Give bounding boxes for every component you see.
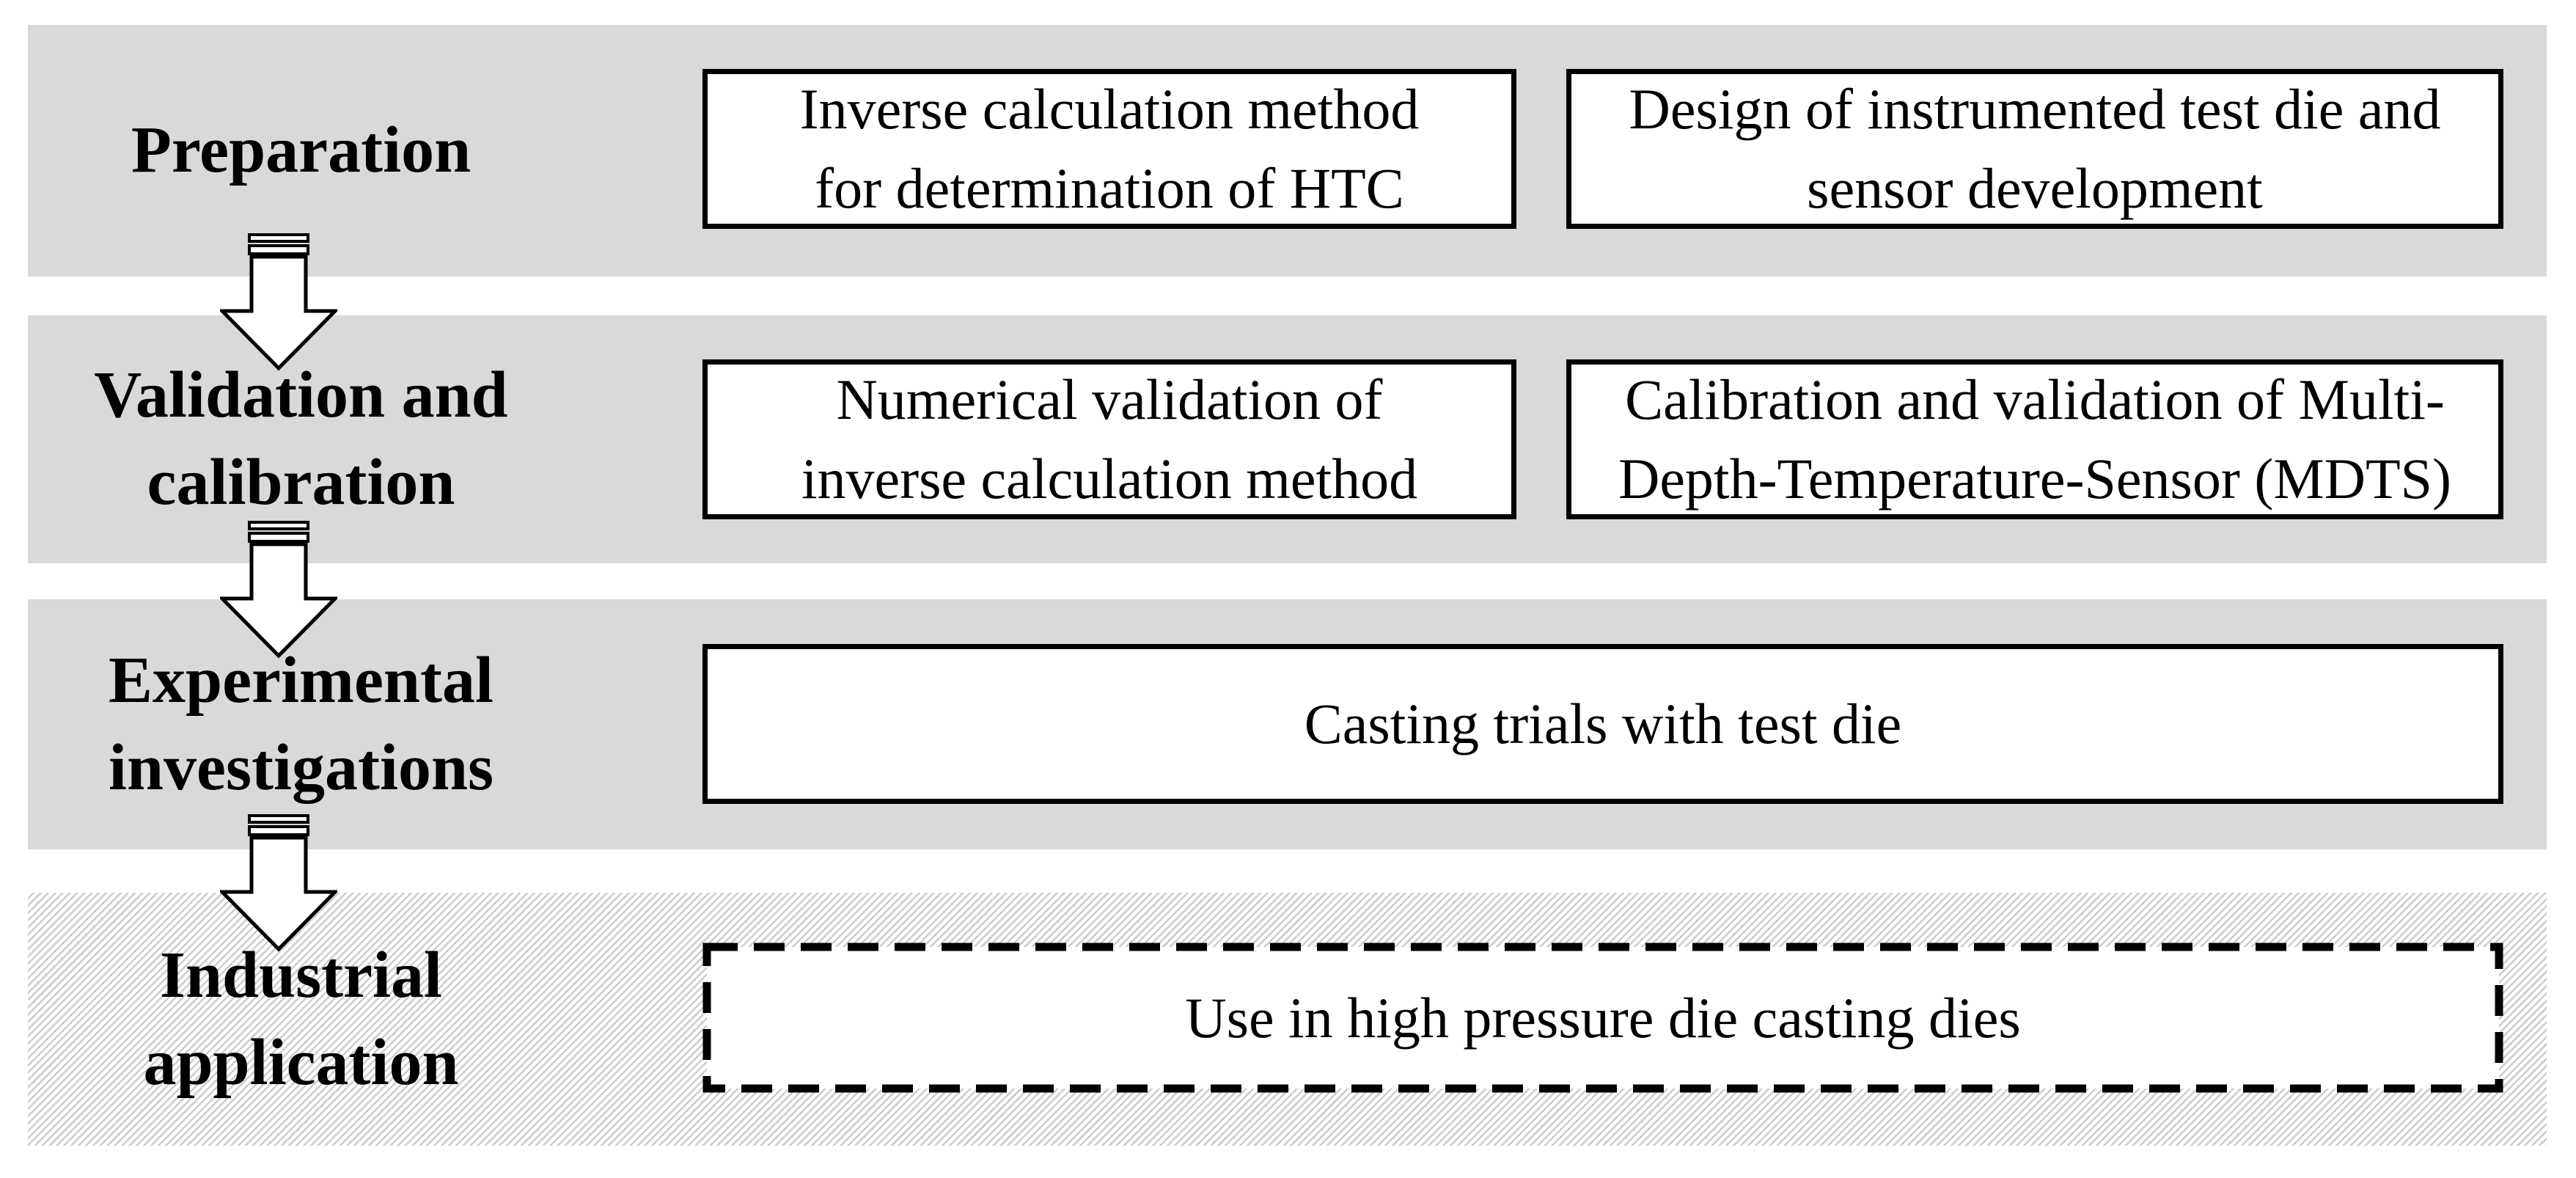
box-inverse-calculation-method: Inverse calculation method for determina… [702, 69, 1516, 229]
box-calibration-validation-mdts: Calibration and validation of Multi- Dep… [1566, 359, 2503, 519]
stage-label-industrial-application: Industrial application [143, 938, 459, 1099]
stage-label-experimental-investigations: Experimental investigations [108, 643, 494, 804]
striped-down-arrow-icon [220, 814, 337, 952]
stage-label-validation-calibration: Validation and calibration [94, 359, 508, 519]
striped-down-arrow-icon [220, 521, 337, 659]
box-text: Use in high pressure die casting dies [1185, 985, 2021, 1050]
box-use-in-hpdc-dies: Use in high pressure die casting dies [702, 943, 2503, 1093]
box-casting-trials: Casting trials with test die [702, 644, 2503, 804]
dashed-border-icon [702, 943, 2503, 1093]
box-numerical-validation: Numerical validation of inverse calculat… [702, 359, 1516, 519]
box-design-instrumented-test-die: Design of instrumented test die and sens… [1566, 69, 2503, 229]
stage-label-preparation: Preparation [131, 114, 471, 187]
striped-down-arrow-icon [220, 233, 337, 371]
